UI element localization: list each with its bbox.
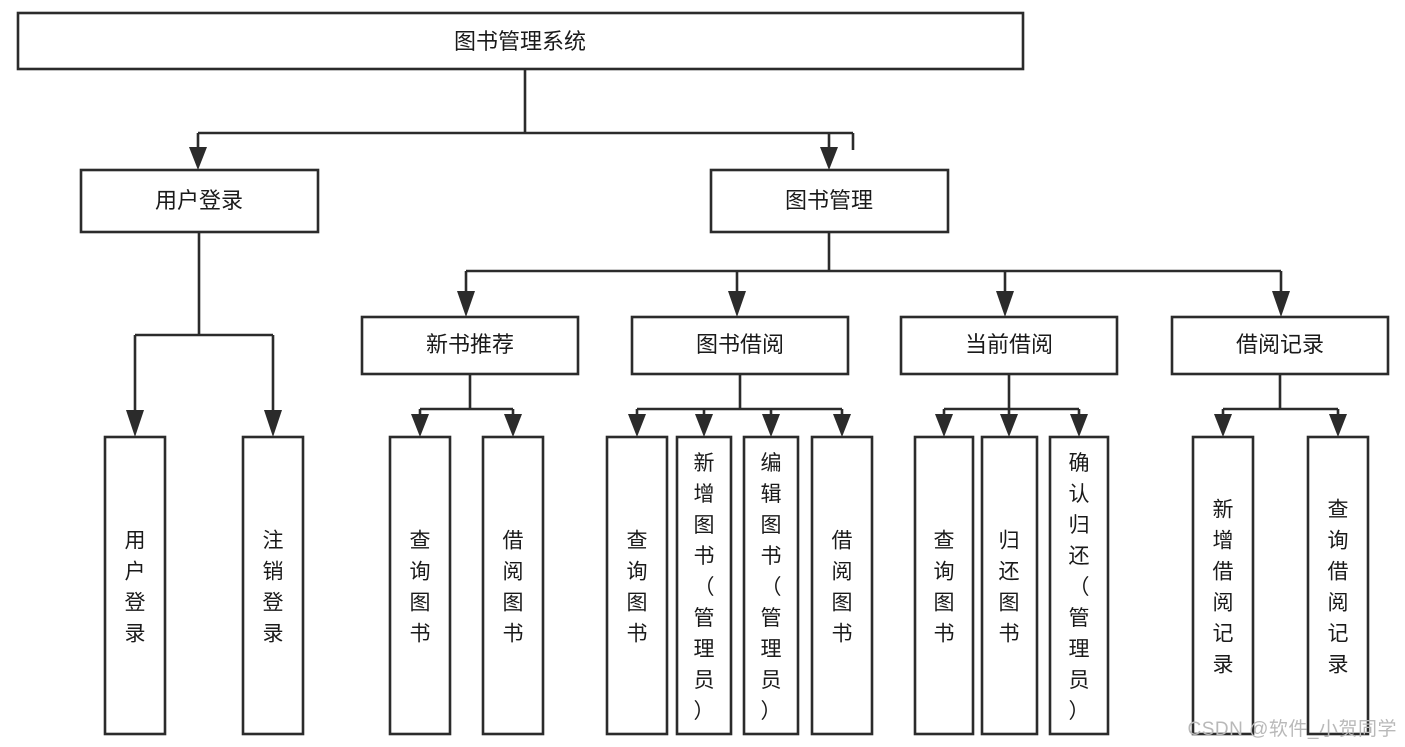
leaf-new-query-book[interactable]: 查询图书 (388, 435, 452, 736)
arrow-to-book-manage (820, 147, 838, 170)
leaf-user-login[interactable]: 用户登录 (103, 435, 167, 736)
arrow-to-edit-book (762, 414, 780, 437)
leaf-return-book-label: 归还图书 (999, 530, 1020, 646)
leaf-add-book-admin[interactable]: 新增图书（管理员） (675, 435, 733, 736)
leaf-user-logout[interactable]: 注销登录 (241, 435, 305, 736)
connector-bookmanage-to-level3 (457, 232, 1290, 317)
leaf-user-login-label: 用户登录 (125, 530, 146, 646)
leaf-borrow-book-label: 借阅图书 (832, 530, 853, 646)
node-borrow-record-label: 借阅记录 (1236, 332, 1324, 357)
node-book-borrow-label: 图书借阅 (696, 332, 784, 357)
arrow-to-borrow-record (1272, 291, 1290, 317)
connector-userlogin-to-leaves (126, 232, 282, 437)
arrow-to-borrow-book-2 (833, 414, 851, 437)
connector-newbook-to-leaves (411, 374, 522, 437)
node-current-borrow-label: 当前借阅 (965, 332, 1053, 357)
leaf-add-borrow-record[interactable]: 新增借阅记录 (1191, 435, 1255, 736)
leaf-borrow-book[interactable]: 借阅图书 (810, 435, 874, 736)
node-root-label: 图书管理系统 (454, 29, 586, 54)
leaf-edit-book-admin-label: 编辑图书（管理员） (761, 452, 782, 723)
arrow-to-query-book-2 (628, 414, 646, 437)
leaf-confirm-return-admin[interactable]: 确认归还（管理员） (1048, 435, 1110, 736)
leaf-user-logout-label: 注销登录 (263, 530, 284, 646)
leaf-query-borrow-record[interactable]: 查询借阅记录 (1306, 435, 1370, 736)
arrow-to-query-book-3 (935, 414, 953, 437)
node-current-borrow[interactable]: 当前借阅 (899, 315, 1119, 376)
arrow-to-return-book (1000, 414, 1018, 437)
leaf-new-query-book-label: 查询图书 (410, 530, 431, 646)
arrow-to-borrow-book-1 (504, 414, 522, 437)
arrow-to-new-book (457, 291, 475, 317)
node-book-borrow[interactable]: 图书借阅 (630, 315, 850, 376)
connector-currentborrow-to-leaves (935, 374, 1088, 437)
arrow-to-current-borrow (996, 291, 1014, 317)
node-user-login-label: 用户登录 (155, 188, 243, 213)
leaf-add-book-admin-label: 新增图书（管理员） (694, 452, 715, 723)
node-new-book-recommend[interactable]: 新书推荐 (360, 315, 580, 376)
node-user-login[interactable]: 用户登录 (79, 168, 320, 234)
node-book-manage[interactable]: 图书管理 (709, 168, 950, 234)
arrow-to-confirm-return (1070, 414, 1088, 437)
connector-root-to-level2 (189, 69, 855, 170)
leaf-new-borrow-book-label: 借阅图书 (503, 530, 524, 646)
arrow-to-add-record (1214, 414, 1232, 437)
node-root[interactable]: 图书管理系统 (16, 11, 1025, 71)
leaf-current-query-book-label: 查询图书 (934, 530, 955, 646)
leaf-new-borrow-book[interactable]: 借阅图书 (481, 435, 545, 736)
leaf-edit-book-admin[interactable]: 编辑图书（管理员） (742, 435, 800, 736)
arrow-to-user-login-leaf (126, 410, 144, 437)
connector-borrowrecord-to-leaves (1214, 374, 1347, 437)
arrow-to-book-borrow (728, 291, 746, 317)
leaf-query-borrow-record-label: 查询借阅记录 (1328, 499, 1349, 677)
arrow-to-query-book-1 (411, 414, 429, 437)
leaf-return-book[interactable]: 归还图书 (980, 435, 1039, 736)
node-book-manage-label: 图书管理 (785, 188, 873, 213)
leaf-add-borrow-record-label: 新增借阅记录 (1213, 499, 1234, 677)
node-new-book-recommend-label: 新书推荐 (426, 332, 514, 357)
arrow-to-add-book (695, 414, 713, 437)
leaf-confirm-return-admin-label: 确认归还（管理员） (1069, 452, 1090, 723)
arrow-to-user-login (189, 147, 207, 170)
leaf-current-query-book[interactable]: 查询图书 (913, 435, 975, 736)
arrow-to-query-record (1329, 414, 1347, 437)
leaf-borrow-query-book[interactable]: 查询图书 (605, 435, 669, 736)
arrow-to-logout-leaf (264, 410, 282, 437)
connector-bookborrow-to-leaves (628, 374, 851, 437)
csdn-watermark: CSDN @软件_小贺同学 (1187, 719, 1397, 740)
node-borrow-record[interactable]: 借阅记录 (1170, 315, 1390, 376)
leaf-borrow-query-book-label: 查询图书 (627, 530, 648, 646)
